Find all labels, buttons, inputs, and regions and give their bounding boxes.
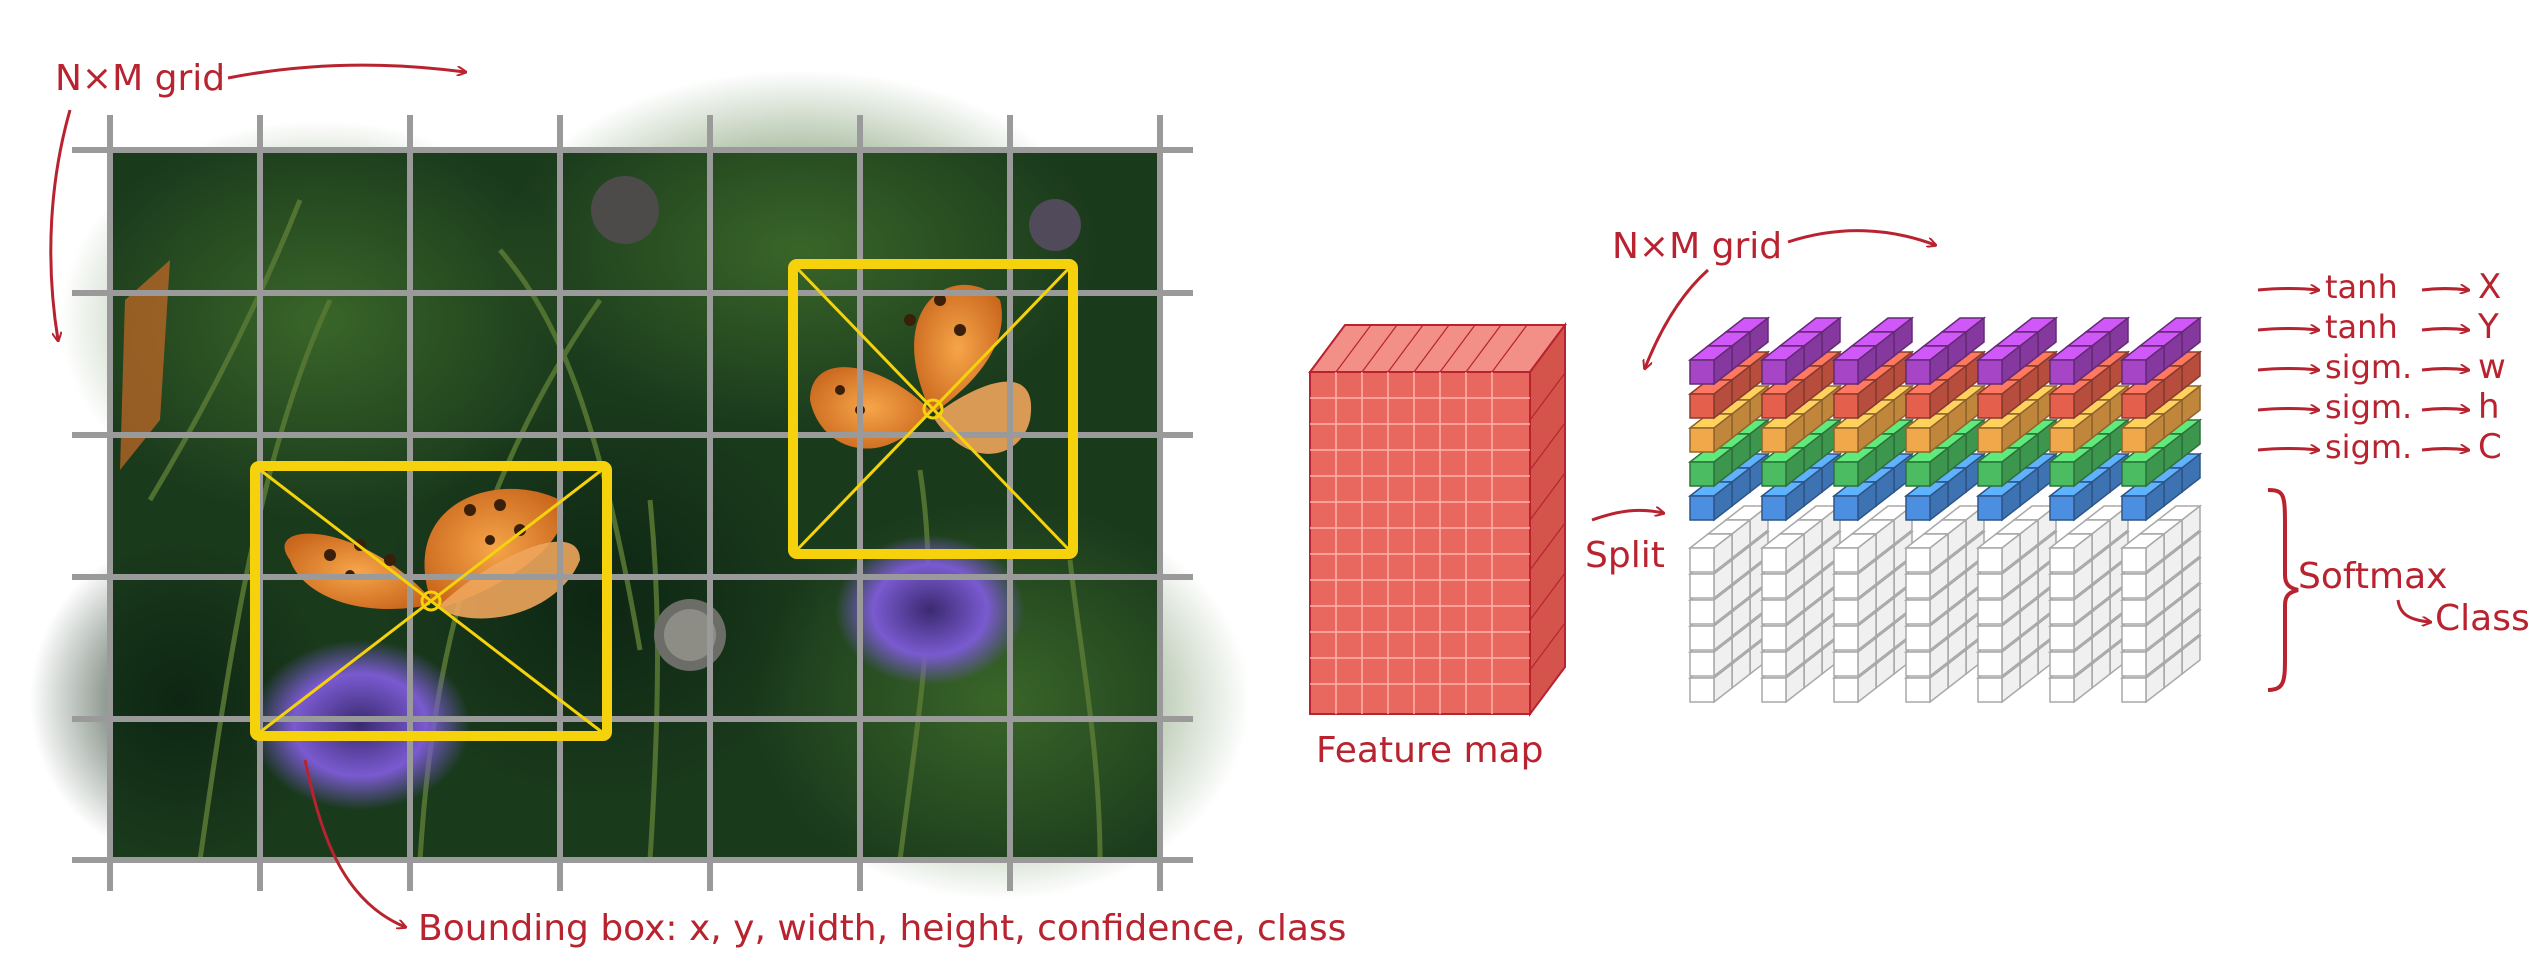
activation-arrow xyxy=(2257,449,2318,451)
attribute-cube xyxy=(2119,480,2167,522)
attribute-cube xyxy=(1831,446,1879,488)
activation-arrow xyxy=(2257,289,2318,291)
output-arrow xyxy=(2421,369,2468,371)
softmax-label: Softmax xyxy=(2298,556,2447,597)
right-grid-arrow-right xyxy=(1787,229,1935,245)
softmax-arrow xyxy=(2396,599,2430,622)
class-cube xyxy=(2119,532,2167,574)
attribute-cube xyxy=(2047,446,2095,488)
attribute-cube xyxy=(1831,412,1879,454)
attribute-cube xyxy=(1903,412,1951,454)
attribute-cube xyxy=(1831,480,1879,522)
attribute-cube xyxy=(1903,378,1951,420)
class-label: Class xyxy=(2435,598,2530,639)
attribute-cube xyxy=(2047,344,2095,386)
attribute-cube xyxy=(1903,446,1951,488)
activation-fn-label: sigm. xyxy=(2325,388,2412,426)
feature-map xyxy=(1308,321,1567,718)
output-arrow xyxy=(2421,329,2468,331)
attribute-cube xyxy=(2119,446,2167,488)
class-cube xyxy=(1903,558,1951,600)
activation-fn-label: sigm. xyxy=(2325,428,2412,466)
class-cube xyxy=(1759,532,1807,574)
bbox-label-arrow xyxy=(303,759,405,927)
feature-map-label: Feature map xyxy=(1316,730,1543,771)
attribute-cube xyxy=(1975,446,2023,488)
attribute-cube xyxy=(2119,412,2167,454)
attribute-cube xyxy=(1687,344,1735,386)
output-label: X xyxy=(2478,267,2501,307)
attribute-cube xyxy=(1975,412,2023,454)
attribute-cube xyxy=(2047,412,2095,454)
grid-vertical-arrow xyxy=(49,109,72,340)
right-grid-label: N×M grid xyxy=(1612,226,1782,267)
left-grid-label: N×M grid xyxy=(55,58,225,99)
bounding-box-1 xyxy=(250,461,612,741)
class-cube xyxy=(1831,532,1879,574)
attribute-cube xyxy=(2119,344,2167,386)
attribute-cube xyxy=(1759,378,1807,420)
activation-fn-label: tanh xyxy=(2325,308,2398,346)
split-arrow xyxy=(1591,510,1663,522)
attribute-cube xyxy=(1903,344,1951,386)
output-label: Y xyxy=(2477,307,2499,347)
activation-fn-label: tanh xyxy=(2325,268,2398,306)
attribute-cube xyxy=(1831,344,1879,386)
attribute-cube xyxy=(1759,446,1807,488)
attribute-cube xyxy=(2119,378,2167,420)
attribute-cube xyxy=(1759,412,1807,454)
output-arrow xyxy=(2421,409,2468,411)
photo xyxy=(30,70,1250,900)
grid-horizontal-arrow xyxy=(227,63,465,80)
attribute-cube xyxy=(1759,344,1807,386)
class-cube xyxy=(1975,532,2023,574)
softmax-brace xyxy=(2267,488,2299,692)
bounding-box-2 xyxy=(788,259,1078,559)
attribute-cube xyxy=(2047,378,2095,420)
split-tensor xyxy=(1687,316,2203,704)
attribute-cube xyxy=(1687,446,1735,488)
attribute-cube xyxy=(2047,480,2095,522)
attribute-cube xyxy=(1975,378,2023,420)
output-arrow xyxy=(2421,449,2468,451)
output-label: w xyxy=(2478,347,2506,387)
activation-fn-label: sigm. xyxy=(2325,348,2412,386)
activation-arrow xyxy=(2257,329,2318,331)
class-cube xyxy=(1759,610,1807,652)
activation-arrow xyxy=(2257,409,2318,411)
class-cube xyxy=(2047,532,2095,574)
split-label: Split xyxy=(1585,535,1665,576)
attribute-cube xyxy=(1975,480,2023,522)
class-cube xyxy=(1687,532,1735,574)
activation-arrow xyxy=(2257,369,2318,371)
output-label: C xyxy=(2478,427,2502,467)
class-cube xyxy=(1759,662,1807,704)
attribute-cube xyxy=(1759,480,1807,522)
attribute-cube xyxy=(1903,480,1951,522)
attribute-cube xyxy=(1975,344,2023,386)
bbox-label: Bounding box: x, y, width, height, confi… xyxy=(418,908,1346,949)
output-arrow xyxy=(2421,289,2468,291)
class-cube xyxy=(1903,532,1951,574)
attribute-cube xyxy=(1687,480,1735,522)
output-label: h xyxy=(2478,387,2500,427)
attribute-cube xyxy=(1831,378,1879,420)
attribute-cube xyxy=(1687,412,1735,454)
right-grid-arrow-down xyxy=(1645,268,1709,368)
